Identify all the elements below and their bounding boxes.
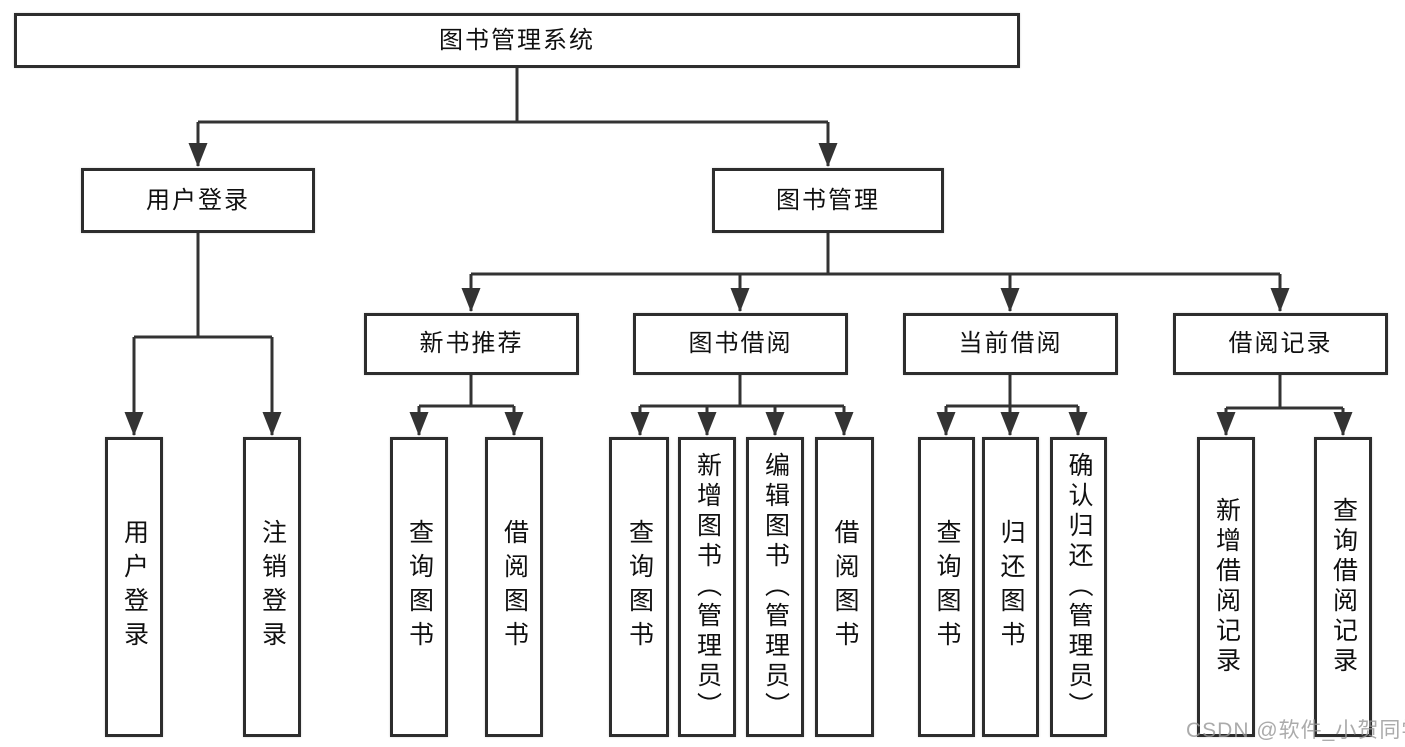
node-bor-query-books: 查询图书 (609, 437, 669, 737)
node-leaf-logout: 注销登录 (243, 437, 301, 737)
node-current-borrow: 当前借阅 (903, 313, 1118, 375)
node-rec-borrow-books: 借阅图书 (485, 437, 543, 737)
node-bor-borrow-books: 借阅图书 (815, 437, 874, 737)
node-leaf-user-login: 用户登录 (105, 437, 163, 737)
node-user-login: 用户登录 (81, 168, 315, 233)
connector-user-login-bus (134, 233, 272, 339)
connector-current-bus (946, 375, 1078, 408)
node-cur-return-books: 归还图书 (982, 437, 1039, 737)
node-bor-edit-books: 编辑图书（管理员） (746, 437, 804, 737)
connector-borrow-bus (640, 375, 844, 408)
node-new-book-recommend: 新书推荐 (364, 313, 579, 375)
node-cur-confirm-return: 确认归还（管理员） (1050, 437, 1107, 737)
node-recd-add-record: 新增借阅记录 (1197, 437, 1255, 737)
node-book-management: 图书管理 (712, 168, 944, 233)
node-recd-query-record: 查询借阅记录 (1314, 437, 1372, 737)
connector-book-management-bus (471, 233, 1280, 276)
node-root: 图书管理系统 (14, 13, 1020, 68)
node-rec-query-books: 查询图书 (390, 437, 448, 737)
connector-root-bus (198, 68, 828, 124)
connector-records-bus (1226, 375, 1343, 410)
node-book-borrow: 图书借阅 (633, 313, 848, 375)
node-bor-add-books: 新增图书（管理员） (678, 437, 736, 737)
node-cur-query-books: 查询图书 (918, 437, 975, 737)
watermark: CSDN @软件_小贺同学 (1186, 719, 1405, 742)
connector-recommend-bus (419, 375, 514, 408)
node-borrow-records: 借阅记录 (1173, 313, 1388, 375)
